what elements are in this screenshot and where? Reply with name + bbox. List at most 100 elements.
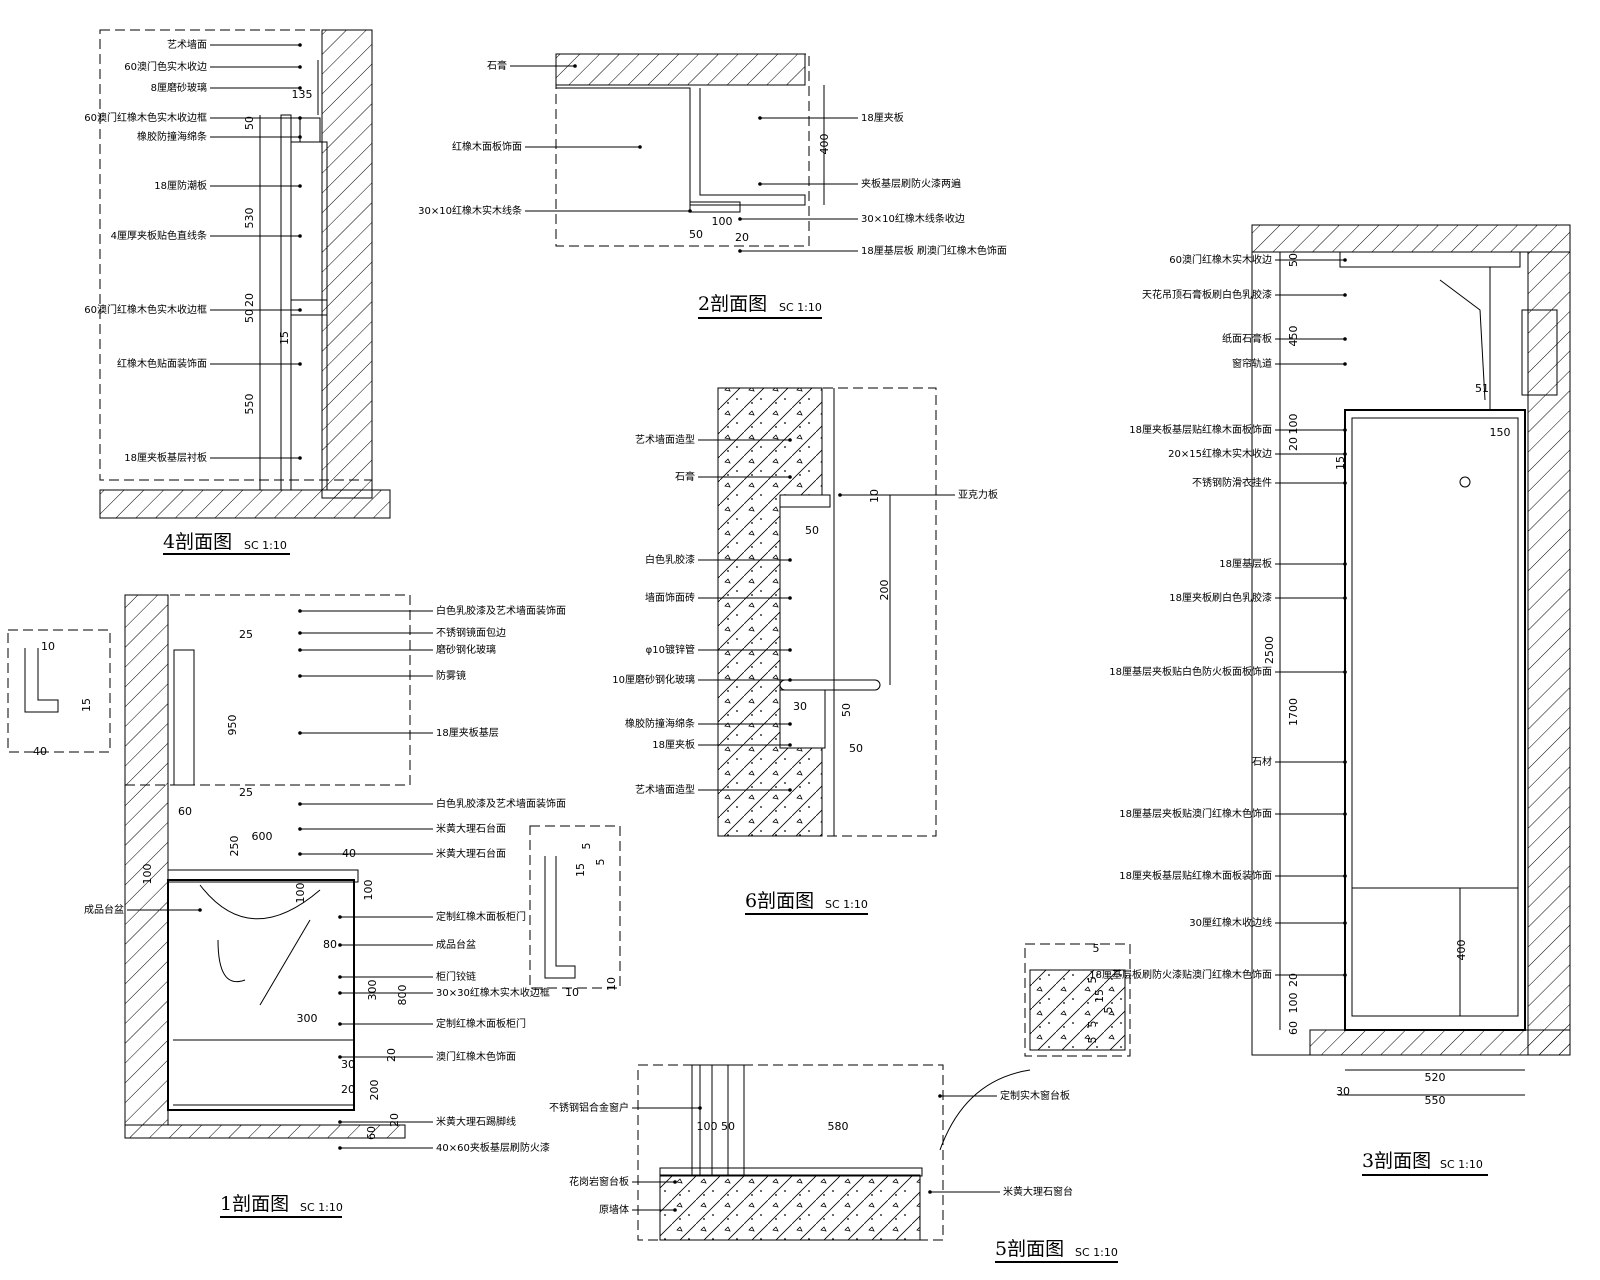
s4-dimension-value: 50	[243, 309, 256, 323]
s3-callout-label: 20×15红橡木实木收边	[1168, 447, 1272, 460]
s1-callout-label: 防雾镜	[436, 669, 466, 682]
s1-dimension-value: 100	[141, 864, 154, 885]
s1-leader-dot-5	[298, 802, 302, 806]
s1-callout-label: 定制红橡木面板柜门	[436, 910, 526, 923]
s3-dimension-value: 550	[1425, 1094, 1446, 1107]
s3-scale: SC 1:10	[1440, 1158, 1483, 1171]
s1-dimension-value: 20	[341, 1083, 355, 1096]
s1-leader-dot-7	[298, 852, 302, 856]
s5-leader-dot-1	[673, 1180, 677, 1184]
s5-dimension-value: 15	[1093, 989, 1106, 1003]
s3-callout-label: 18厘基层夹板贴澳门红橡木色饰面	[1119, 807, 1272, 820]
s1-callout-label: 米黄大理石踢脚线	[436, 1115, 516, 1128]
s1-leader-dot-10	[338, 975, 342, 979]
s4-leader-dot-8	[298, 362, 302, 366]
s3-callout-label: 18厘基层板	[1219, 557, 1272, 570]
s1-dimension-value: 300	[297, 1012, 318, 1025]
s4-wall	[321, 29, 373, 499]
s5-callout-label: 花岗岩窗台板	[569, 1175, 629, 1188]
s3-dimension-value: 100	[1287, 414, 1300, 435]
s3-floor	[1309, 1029, 1571, 1056]
s2-leader-dot-3	[758, 116, 762, 120]
s5-wall	[659, 1174, 921, 1241]
s1-dimension-value: 20	[388, 1113, 401, 1127]
s1-dimension-value: 30	[341, 1058, 355, 1071]
s3-leader-dot-6	[1343, 481, 1347, 485]
s3-callout-label: 60澳门红橡木实木收边	[1169, 253, 1272, 266]
s1-wall	[124, 594, 169, 1126]
s3-dimension-value: 51	[1475, 382, 1489, 395]
s3-leader-dot-9	[1343, 670, 1347, 674]
section-2: 石膏红橡木面板饰面30×10红橡木实木线条18厘夹板夹板基层刷防火漆两遍30×1…	[418, 53, 1007, 319]
s3-leader-dot-10	[1343, 760, 1347, 764]
s6-scale: SC 1:10	[825, 898, 868, 911]
s3-callout-label: 18厘夹板刷白色乳胶漆	[1169, 591, 1272, 604]
s1-callout-label: 成品台盆	[436, 938, 476, 951]
s1-dimension-value: 250	[228, 836, 241, 857]
s6-leader-dot-2	[788, 558, 792, 562]
s3-callout-label: 天花吊顶石膏板刷白色乳胶漆	[1142, 288, 1272, 301]
s2-callout-label: 30×10红橡木实木线条	[418, 204, 522, 217]
s4-scale: SC 1:10	[244, 539, 287, 552]
s3-leader-dot-2	[1343, 337, 1347, 341]
s4-callout-label: 60澳门红橡木色实木收边框	[84, 111, 207, 124]
s5-leader-dot-0	[698, 1106, 702, 1110]
s1-leader-dot-0	[298, 609, 302, 613]
s3-leader-dot-3	[1343, 362, 1347, 366]
s4-callout-label: 18厘夹板基层衬板	[124, 451, 207, 464]
s1-leader-dot-13	[338, 1055, 342, 1059]
s3-wall	[1527, 251, 1571, 1056]
s4-dimension-value: 135	[292, 88, 313, 101]
s3-dimension-value: 150	[1490, 426, 1511, 439]
s1-dimension-value: 80	[323, 938, 337, 951]
s4-callout-label: 60澳门色实木收边	[124, 60, 207, 73]
s4-leader-dot-0	[298, 43, 302, 47]
s4-callout-label: 18厘防潮板	[154, 179, 207, 192]
s4-callout-label: 橡胶防撞海绵条	[137, 130, 207, 143]
s1-callout-label: 澳门红橡木色饰面	[436, 1050, 516, 1063]
s1-dimension-value: 10	[41, 640, 55, 653]
s6-callout-label: 亚克力板	[958, 488, 998, 501]
s4-callout-label: 8厘磨砂玻璃	[151, 81, 207, 94]
s5-callout-label: 原墙体	[599, 1203, 629, 1216]
s6-dimension-value: 50	[805, 524, 819, 537]
s3-dimension-value: 20	[1287, 973, 1300, 987]
s6-callout-label: 白色乳胶漆	[645, 553, 695, 566]
s3-dimension-value: 20	[1287, 437, 1300, 451]
s6-title: 6剖面图	[745, 890, 814, 912]
s4-dimension-value: 550	[243, 394, 256, 415]
s1-leader-dot-8	[338, 915, 342, 919]
s1-dimension-value: 15	[80, 698, 93, 712]
s4-dimension-value: 530	[243, 208, 256, 229]
s3-callout-label: 30厘红橡木收边线	[1189, 916, 1272, 929]
s6-wall	[717, 387, 823, 837]
s5-leader-dot-2	[673, 1208, 677, 1212]
s1-leader-dot-6	[298, 827, 302, 831]
s4-panel-frame	[280, 114, 292, 491]
s3-leader-dot-5	[1343, 452, 1347, 456]
section-6: 艺术墙面造型石膏白色乳胶漆墙面饰面砖φ10镀锌管10厘磨砂钢化玻璃橡胶防撞海绵条…	[612, 387, 998, 915]
s3-leader-dot-11	[1343, 812, 1347, 816]
s6-view-frame	[717, 387, 937, 837]
s3-callout-label: 石材	[1252, 755, 1272, 768]
s2-dimension-value: 20	[735, 231, 749, 244]
s2-leader-dot-4	[758, 182, 762, 186]
s6-dimension-value: 200	[878, 580, 891, 601]
s3-dimension-value: 60	[1287, 1021, 1300, 1035]
s4-leader-dot-9	[298, 456, 302, 460]
s1-dimension-value: 950	[226, 715, 239, 736]
s2-callout-label: 18厘基层板 刷澳门红橡木色饰面	[861, 244, 1007, 257]
s3-leader-dot-12	[1343, 874, 1347, 878]
s1-leader-dot-12	[338, 1022, 342, 1026]
s1-leader-dot-9	[338, 943, 342, 947]
s4-callout-label: 60澳门红橡木色实木收边框	[84, 303, 207, 316]
s3-leader-dot-8	[1343, 596, 1347, 600]
s1-callout-label: 成品台盆	[84, 903, 124, 916]
s6-callout-label: 石膏	[675, 470, 695, 483]
s1-dimension-value: 5	[594, 859, 607, 866]
s1-dimension-value: 600	[252, 830, 273, 843]
s6-leader-dot-7	[788, 743, 792, 747]
s6-dimension-value: 50	[849, 742, 863, 755]
s3-dimension-value: 15	[1334, 456, 1347, 470]
